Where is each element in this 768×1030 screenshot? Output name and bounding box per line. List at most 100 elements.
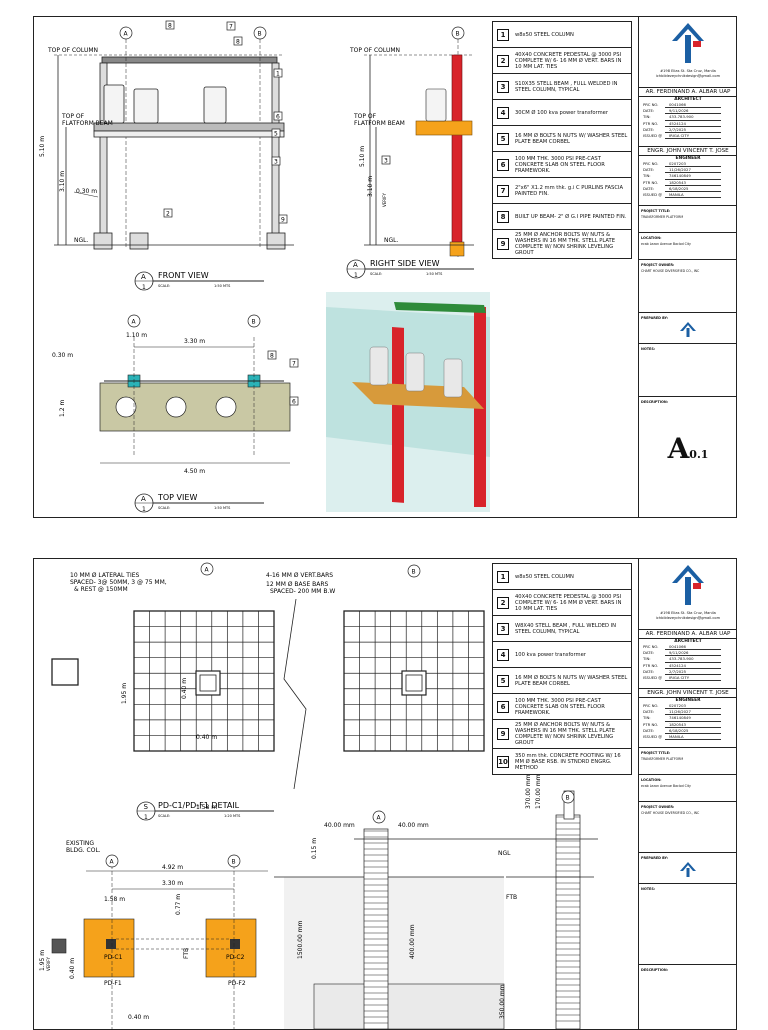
engineer-role: ENGINEER [675, 156, 701, 161]
legend-text: S10X35 STELL BEAM , FULL WELDED IN STEEL… [515, 80, 618, 93]
credential-key: TIN: [643, 173, 651, 179]
credential-key: PRC NO. [643, 161, 659, 166]
3d-render-image [326, 292, 490, 512]
credential-value: 6/18/2025 [665, 186, 721, 193]
section-dim-40-right: 40.00 mm [398, 822, 429, 829]
svg-text:8: 8 [168, 23, 172, 30]
detail-dim-040-v: 0.40 m [181, 678, 188, 699]
credential-key: PTR NO. [643, 179, 659, 185]
legend-text: 100 MM THK. 3000 PSI PRE-CAST CONCRETE S… [515, 697, 605, 716]
svg-text:A: A [124, 31, 129, 38]
legend-text: 100 kva power transformer [515, 651, 586, 658]
top-dim-12: 1.2 m [59, 400, 66, 417]
architect-block: AR. FERDINAND A. ALBAR UAP ARCHITECT PRC… [639, 88, 737, 147]
base-bars-note-1: 12 MM Ø BASE BARS [266, 581, 329, 588]
svg-text:A: A [353, 261, 358, 269]
credential-row: PRC NO.0041066 [639, 644, 737, 651]
credential-value: 9/11/2026 [665, 650, 721, 657]
grid-bubble-b-side: B [451, 26, 465, 40]
legend-text: 2"x6" X1.2 mm thk. g.i C PURLINS FASCIA … [515, 184, 624, 197]
credential-value: 11/26/2027 [665, 167, 721, 174]
credential-key: ISSUED @ [643, 133, 663, 139]
existing-col-note-1: EXISTING [66, 840, 94, 847]
pedestal-section-symbol [51, 658, 79, 686]
credential-row: ISSUED @MANILA [639, 734, 737, 741]
credential-key: DATE: [643, 185, 655, 191]
legend-text: 25 MM Ø ANCHOR BOLTS W/ NUTS & WASHERS I… [515, 722, 615, 746]
detail-title: S 1 PD-C1/PD-F1 DETAIL SCALE: 1:20 MTS [136, 801, 274, 821]
credential-value: IRIGA CITY [665, 675, 721, 682]
side-callout-3: 3 [381, 155, 391, 165]
front-callout-3: 3 [271, 156, 281, 166]
svg-text:6: 6 [292, 399, 296, 406]
project-title-label: PROJECT TITLE: [641, 751, 671, 755]
side-top-of-column-label: TOP OF COLUMN [349, 47, 400, 54]
credential-row: ISSUED @MANILA [639, 192, 737, 199]
svg-text:1:50 MTS: 1:50 MTS [214, 506, 231, 510]
drawing-sheet-a01: TOP OF COLUMN TOP OF FLATFORM BEAM 5.10 … [33, 16, 737, 518]
credential-key: DATE: [643, 709, 655, 715]
legend-number: 2 [497, 54, 509, 67]
legend-number: 4 [497, 648, 509, 661]
legend-number: 6 [497, 700, 509, 713]
grid-bubble-b-detail: B [407, 564, 421, 578]
location-value: ecab Lezon Avenue Baclod City [641, 784, 691, 788]
legend-text: 100 MM THK. 3000 PSI PRE-CAST CONCRETE S… [515, 155, 605, 174]
svg-text:TOP VIEW: TOP VIEW [157, 493, 197, 502]
credential-row: ISSUED @IRIGA CITY [639, 675, 737, 682]
legend-text: 30CM Ø 100 kva power transformer [515, 109, 608, 116]
credential-key: DATE: [643, 167, 655, 173]
legend-number: 10 [497, 755, 509, 768]
credential-value: MANILA [665, 192, 721, 199]
pedestal-rebar-plan-left [133, 610, 275, 752]
credential-row: PTR NO.4524124 [639, 663, 737, 669]
front-ngl-label: NGL. [74, 237, 88, 244]
location-cell: LOCATION: ecab Lezon Avenue Baclod City [639, 233, 737, 260]
credential-row: PRC NO.0207203 [639, 161, 737, 168]
front-callout-5: 5 [271, 128, 281, 138]
credential-value: 4524124 [665, 663, 721, 669]
front-callout-7: 7 [226, 21, 236, 31]
svg-text:1:50 MTS: 1:50 MTS [426, 272, 443, 276]
title-block-bottom: #198 Elias St. Sta Cruz, Manila ichbilde… [638, 559, 737, 1029]
engineer-block-2: ENGR. JOHN VINCENT T. JOSE ENGINEER PRC … [639, 689, 737, 748]
prepared-by-cell-2: PREPARED BY: [639, 853, 737, 884]
front-view-title: A 1 FRONT VIEW SCALE: 1:50 MTS [134, 271, 264, 291]
credential-value: 6/18/2025 [665, 728, 721, 735]
owner-cell-2: PROJECT OWNER: CHART HOUSE DIVERSIFIED C… [639, 802, 737, 853]
svg-text:3: 3 [274, 159, 278, 166]
svg-text:1: 1 [142, 506, 146, 513]
credential-value: 746140849 [665, 715, 721, 722]
svg-text:A: A [110, 859, 115, 866]
plan-dim-077: 0.77 m [175, 894, 182, 915]
legend-row: 6 100 MM THK. 3000 PSI PRE-CAST CONCRETE … [493, 694, 631, 720]
credential-key: PTR NO. [643, 120, 659, 126]
side-height-510: 5.10 m [359, 146, 366, 167]
svg-text:A: A [141, 273, 146, 281]
credential-value: 0041066 [665, 102, 721, 109]
sheet-detail-drawings: A B 10 MM Ø LATERAL TIES SPACED- 3@ 50MM… [39, 562, 598, 1029]
description-label: DESCRIPTION: [641, 968, 669, 972]
legend-text: 16 MM Ø BOLTS N NUTS W/ WASHER STEEL PLA… [515, 674, 628, 687]
credential-row: TIN:433-783-900 [639, 114, 737, 121]
svg-text:8: 8 [270, 353, 274, 360]
top-dim-330: 3.30 m [184, 338, 205, 345]
credential-key: PRC NO. [643, 644, 659, 649]
svg-text:RIGHT SIDE VIEW: RIGHT SIDE VIEW [370, 259, 440, 268]
front-height-310: 3.10 m [59, 171, 66, 192]
project-title-cell-2: PROJECT TITLE: TRANSFORMER PLATFORM [639, 748, 737, 775]
top-callout-7: 7 [289, 358, 299, 368]
legend-number: 3 [497, 622, 509, 635]
legend-text: 16 MM Ø BOLTS N NUTS W/ WASHER STEEL PLA… [515, 132, 628, 145]
owner-label: PROJECT OWNER: [641, 263, 675, 267]
svg-text:SCALE:: SCALE: [158, 506, 170, 510]
project-title-value: TRANSFORMER PLATFORM [641, 757, 684, 761]
description-label: DESCRIPTION: [641, 400, 669, 404]
credential-key: DATE: [643, 126, 655, 132]
